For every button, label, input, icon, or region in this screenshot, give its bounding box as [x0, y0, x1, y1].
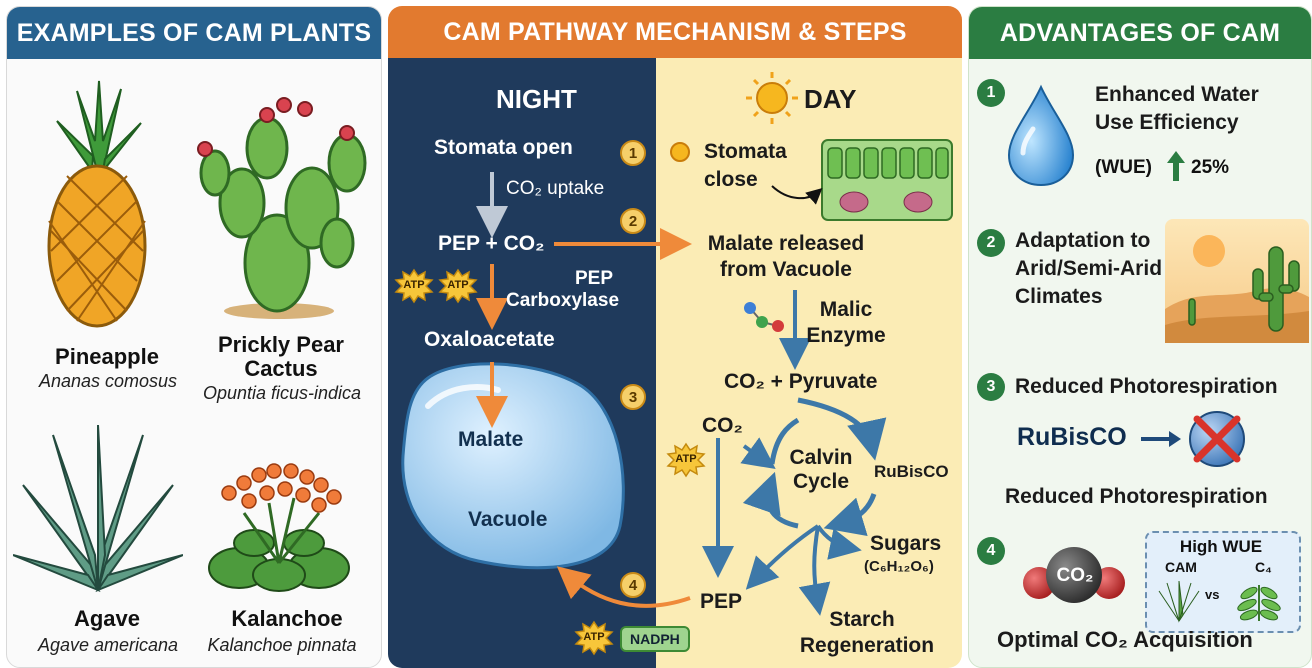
plant-scientific-pineapple: Ananas comosus: [38, 371, 178, 391]
sugars-label: Sugars: [870, 532, 942, 555]
plant-scientific-agave: Agave americana: [37, 635, 179, 655]
examples-title: EXAMPLES OF CAM PLANTS: [7, 7, 381, 59]
agave-image: [13, 425, 183, 593]
molecule-icon: [744, 302, 784, 332]
pep-day-label: PEP: [700, 590, 743, 613]
atp-label-1: ATP: [403, 279, 425, 291]
atp-label-3: ATP: [675, 453, 697, 465]
sun-icon: [746, 72, 798, 124]
malic-enzyme-line1: Malic: [819, 298, 873, 321]
pep-co2-label: PEP + CO₂: [438, 232, 545, 255]
advantage-badge-4: 4: [977, 537, 1005, 565]
day-label: DAY: [804, 84, 857, 114]
plant-scientific-cactus: Opuntia ficus-indica: [202, 383, 362, 403]
stomata-close-line1: Stomata: [704, 140, 787, 163]
plant-name-cactus: Prickly Pear Cactus: [218, 332, 344, 381]
step-badge-2: 2: [620, 208, 646, 234]
atp-burst-icons: [394, 268, 706, 656]
advantage-1-wue-value: 25%: [1191, 157, 1230, 178]
co2-molecule-label: CO₂: [1056, 565, 1094, 586]
malate-label: Malate: [458, 428, 524, 451]
mechanism-title: CAM PATHWAY MECHANISM & STEPS: [388, 6, 962, 58]
advantage-2-line2: Arid/Semi-Arid: [1015, 257, 1163, 280]
c4-label: C₄: [1255, 559, 1272, 575]
mechanism-panel: CAM PATHWAY MECHANISM & STEPS: [388, 6, 962, 668]
stomata-close-line2: close: [704, 168, 758, 191]
malic-enzyme-line2: Enzyme: [806, 324, 886, 347]
step-badge-1: 1: [620, 140, 646, 166]
co2-pyruvate-label: CO₂ + Pyruvate: [724, 370, 878, 393]
advantage-2-line1: Adaptation to: [1015, 229, 1151, 252]
co2-molecule-icon: [1023, 547, 1125, 603]
malate-released-line2: from Vacuole: [720, 258, 852, 281]
vs-label: vs: [1205, 587, 1220, 602]
plant-scientific-kalanchoe: Kalanchoe pinnata: [207, 635, 357, 655]
co2-label: CO₂: [702, 414, 743, 437]
advantage-badge-3: 3: [977, 373, 1005, 401]
atp-label-4: ATP: [583, 631, 605, 643]
plant-name-kalanchoe: Kalanchoe: [231, 606, 343, 631]
atp-label-2: ATP: [447, 279, 469, 291]
leaf-cross-section-image: [821, 139, 953, 221]
nadph-badge: NADPH: [620, 626, 690, 652]
step-badge-3: 3: [620, 384, 646, 410]
advantage-badge-1: 1: [977, 79, 1005, 107]
advantages-title: ADVANTAGES OF CAM: [969, 7, 1311, 59]
advantage-4-caption: Optimal CO₂ Acquisition: [997, 627, 1253, 652]
cactus-image: [197, 97, 367, 319]
advantage-3-caption: Reduced Photorespiration: [1005, 485, 1268, 508]
advantage-3-title: Reduced Photorespiration: [1015, 375, 1278, 398]
stomata-open-label: Stomata open: [434, 136, 573, 159]
pineapple-image: [47, 80, 147, 328]
water-drop-icon: [1007, 84, 1075, 187]
cam-plant-icon: [1158, 580, 1200, 623]
kalanchoe-image: [208, 463, 350, 592]
pathway-diagram: [394, 72, 953, 656]
calvin-line2: Cycle: [792, 470, 850, 493]
starch-line2: Regeneration: [799, 634, 935, 657]
advantage-3-rubisco: RuBisCO: [1017, 423, 1127, 451]
rubisco-label: RuBisCO: [874, 462, 949, 481]
advantage-2-line3: Climates: [1015, 285, 1103, 308]
starch-line1: Starch: [829, 608, 895, 631]
pep-carboxylase-line1: PEP: [574, 268, 614, 289]
sugars-formula: (C₆H₁₂O₆): [864, 558, 934, 575]
plant-name-agave: Agave: [73, 606, 141, 631]
oxaloacetate-label: Oxaloacetate: [424, 328, 555, 351]
plant-name-pineapple: Pineapple: [55, 344, 159, 369]
c4-plant-icon: [1237, 585, 1281, 621]
advantages-panel: ADVANTAGES OF CAM 1 Enhanced Water Use E…: [968, 6, 1312, 668]
increase-arrow-icon: [1167, 151, 1185, 181]
cam-label: CAM: [1165, 559, 1197, 575]
co2-uptake-label: CO₂ uptake: [506, 178, 605, 199]
night-label: NIGHT: [496, 84, 577, 114]
calvin-line1: Calvin: [789, 446, 853, 469]
pep-carboxylase-line2: Carboxylase: [506, 290, 620, 311]
high-wue-label: High WUE: [1179, 537, 1263, 556]
advantage-1-line1: Enhanced Water: [1095, 83, 1259, 106]
advantage-badge-2: 2: [977, 229, 1005, 257]
vacuole-label: Vacuole: [468, 508, 548, 531]
step-badge-4: 4: [620, 572, 646, 598]
arrow-right-icon: [1141, 431, 1181, 447]
advantage-1-wue-prefix: (WUE): [1095, 157, 1152, 178]
advantage-1-line2: Use Efficiency: [1095, 111, 1239, 134]
blocked-sphere-icon: [1189, 411, 1245, 467]
malate-released-line1: Malate released: [707, 232, 865, 255]
examples-panel: EXAMPLES OF CAM PLANTS Pineapple Ananas …: [6, 6, 382, 668]
desert-image: [1165, 219, 1309, 343]
